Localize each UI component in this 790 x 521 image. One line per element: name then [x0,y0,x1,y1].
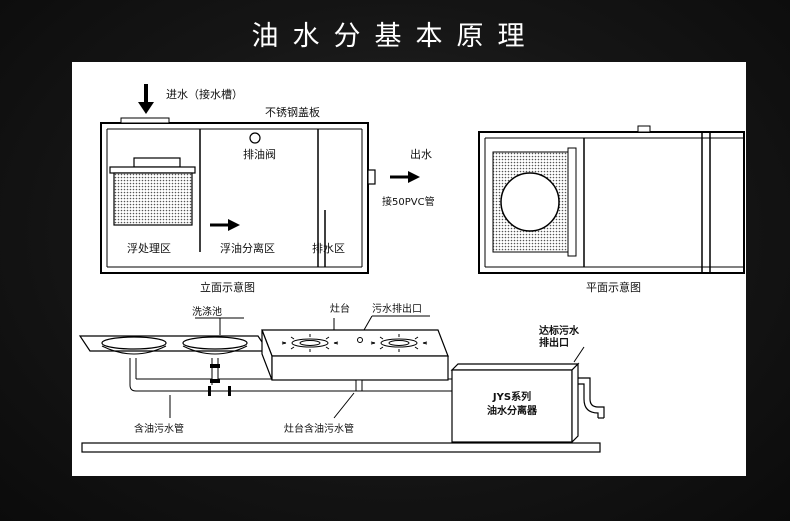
oily-pipe-label: 含油污水管 [134,422,184,435]
oil-valve-label: 排油阀 [243,147,276,161]
separator-diagram: 进水（接水槽） 不锈钢盖板 排油阀 [78,84,745,453]
filter-basket [113,172,193,226]
sink-basin-left [101,336,167,350]
inlet-label: 进水（接水槽） [166,88,243,101]
separator-label-line1: JYS系列 [492,390,531,403]
elevation-view: 进水（接水槽） 不锈钢盖板 排油阀 [100,84,435,294]
discharge-label-line1: 达标污水 [539,324,580,337]
diagram-panel: 进水（接水槽） 不锈钢盖板 排油阀 [72,62,746,476]
outlet-pipe [367,169,376,185]
inlet-slot [120,117,170,124]
sink-label: 洗涤池 [192,305,222,318]
plan-caption: 平面示意图 [586,280,641,294]
sink-basin-right [182,336,248,350]
stove-top [261,329,449,357]
separator-box [451,369,573,443]
zone-drain-label: 排水区 [312,241,345,255]
cover-label: 不锈钢盖板 [265,105,320,119]
floor [81,442,601,453]
installation-view: 洗涤池 灶台 污水排出口 [78,302,605,453]
stove-body [271,355,449,381]
outlet-label: 出水 [410,147,432,161]
burner-icon [370,334,428,352]
elevation-caption: 立面示意图 [200,280,255,294]
oil-valve-icon [249,132,261,144]
basket-handle [133,157,181,168]
separator-label-line2: 油水分离器 [487,404,538,417]
zone-separation-label: 浮油分离区 [220,241,275,255]
page-title: 油水分基本原理 [251,21,539,52]
stove-outlet-hole [357,337,363,343]
plan-drum [500,172,560,232]
arrow-down-icon [138,84,154,114]
burner-icon [281,334,339,352]
arrow-right-icon [210,219,240,231]
stove-outlet-label: 污水排出口 [372,302,422,315]
stove-label: 灶台 [330,302,350,315]
discharge-label-line2: 排出口 [539,336,569,349]
discharge-pipe [578,377,605,418]
zone-float-label: 浮处理区 [127,242,171,255]
pipe-label: 接50PVC管 [382,195,435,208]
stove-pipe-label: 灶台含油污水管 [284,422,354,435]
arrow-right-icon [390,171,420,183]
plan-view: 平面示意图 [478,125,745,294]
